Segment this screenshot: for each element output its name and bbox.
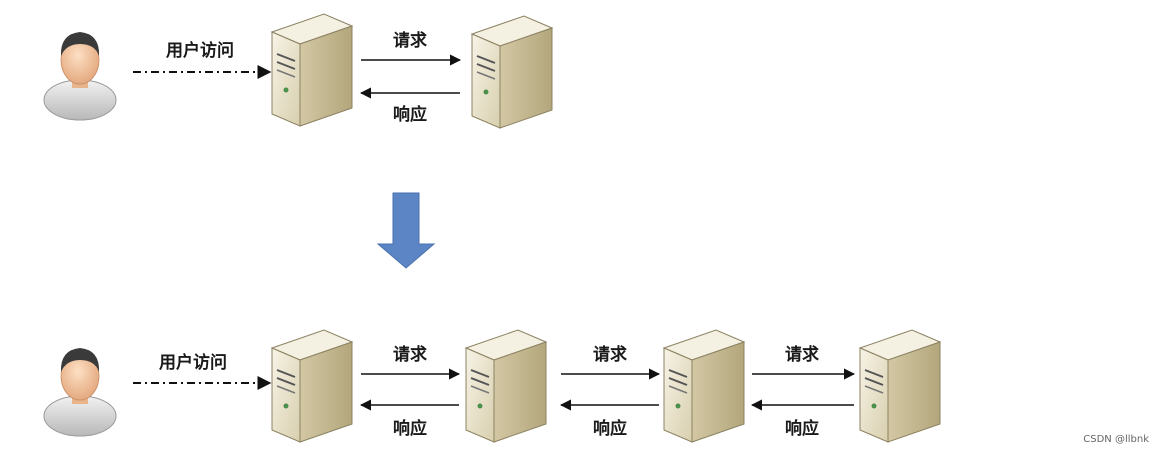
bottom-request-label-3: 请求 xyxy=(785,344,819,365)
top-user-access-label: 用户访问 xyxy=(166,40,234,61)
bottom-server-1-icon xyxy=(270,329,354,443)
bottom-server-2-icon xyxy=(464,329,548,443)
bottom-request-label-1: 请求 xyxy=(393,344,427,365)
top-response-label: 响应 xyxy=(393,104,427,125)
top-request-label: 请求 xyxy=(393,30,427,51)
bottom-response-label-3: 响应 xyxy=(785,418,819,439)
bottom-server-4-icon xyxy=(858,329,942,443)
watermark: CSDN @llbnk xyxy=(1083,434,1149,445)
bottom-request-label-2: 请求 xyxy=(593,344,627,365)
bottom-user-icon xyxy=(43,348,117,437)
top-user-icon xyxy=(43,32,117,121)
down-arrow-icon xyxy=(376,192,436,269)
bottom-user-access-label: 用户访问 xyxy=(159,352,227,373)
top-server-1-icon xyxy=(270,13,354,127)
bottom-server-3-icon xyxy=(662,329,746,443)
top-server-2-icon xyxy=(470,15,554,129)
bottom-response-label-2: 响应 xyxy=(593,418,627,439)
bottom-response-label-1: 响应 xyxy=(393,418,427,439)
